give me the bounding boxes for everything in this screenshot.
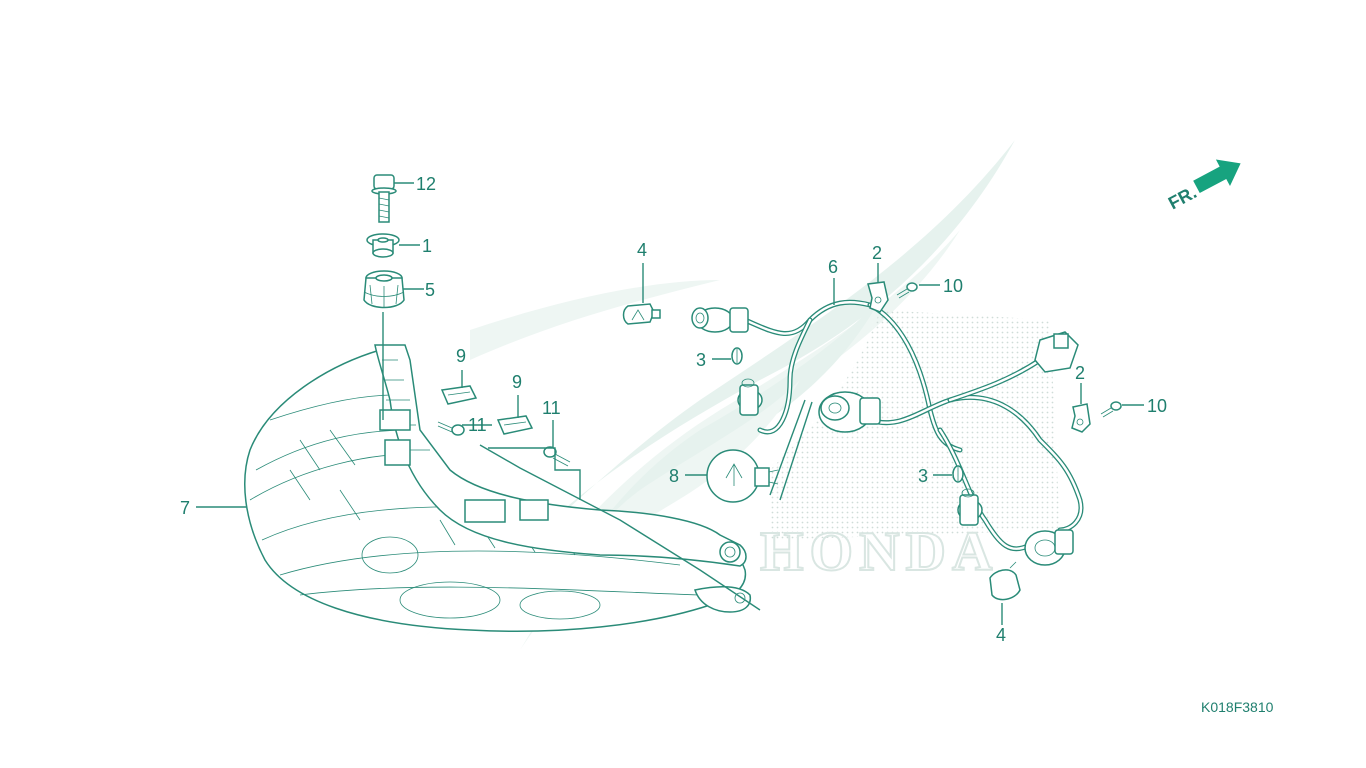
bulb-socket-c — [818, 391, 881, 433]
callout-12: 12 — [416, 174, 436, 194]
callout-4a: 4 — [637, 240, 647, 260]
callout-9a: 9 — [456, 346, 466, 366]
watermark-text: HONDA — [760, 521, 998, 583]
collar-part — [366, 233, 400, 258]
clamp-part-b — [1071, 403, 1091, 433]
callout-2a: 2 — [872, 243, 882, 263]
callout-8: 8 — [669, 466, 679, 486]
bulb-part-d — [731, 347, 743, 365]
callout-3b: 3 — [918, 466, 928, 486]
grommet-part — [363, 270, 405, 309]
bulb-socket-d — [957, 488, 983, 526]
bulb-part-a — [622, 303, 661, 325]
callout-11a: 11 — [468, 415, 487, 435]
screw-part-a — [437, 421, 465, 436]
screw-part-d — [1100, 401, 1122, 418]
callout-6: 6 — [828, 257, 838, 277]
diagram-code: K018F3810 — [1201, 699, 1274, 715]
bulb-socket-b — [737, 378, 763, 416]
front-direction-indicator: FR. — [1165, 159, 1241, 213]
bulb-part-c — [706, 449, 779, 503]
callout-7: 7 — [180, 498, 190, 518]
bulb-socket-a — [691, 307, 749, 333]
callout-2b: 2 — [1075, 363, 1085, 383]
callout-10a: 10 — [943, 276, 963, 296]
bulb-socket-e — [1024, 529, 1074, 566]
wire-harness — [737, 299, 1084, 552]
callout-10b: 10 — [1147, 396, 1167, 416]
callout-4b: 4 — [996, 625, 1006, 645]
clip-part-a — [440, 385, 478, 405]
callout-9b: 9 — [512, 372, 522, 392]
bulb-part-e — [952, 465, 964, 483]
callout-5: 5 — [425, 280, 435, 300]
bulb-part-b — [989, 561, 1021, 601]
clamp-part-a — [867, 281, 889, 313]
callout-3a: 3 — [696, 350, 706, 370]
screw-part-b — [543, 446, 571, 467]
callouts: 12 1 5 7 9 9 11 11 4 6 2 10 3 2 10 3 8 4 — [180, 174, 1167, 645]
screw-part-c — [896, 282, 918, 299]
watermark-wing — [420, 140, 1060, 650]
clip-part-b — [496, 415, 534, 435]
headlight-housing — [244, 344, 752, 633]
callout-1: 1 — [422, 236, 432, 256]
callout-11b: 11 — [542, 398, 561, 418]
leader-lines — [196, 182, 1144, 625]
front-arrow-icon — [1193, 159, 1241, 194]
bolt-part — [371, 174, 397, 223]
front-label: FR. — [1165, 182, 1200, 213]
